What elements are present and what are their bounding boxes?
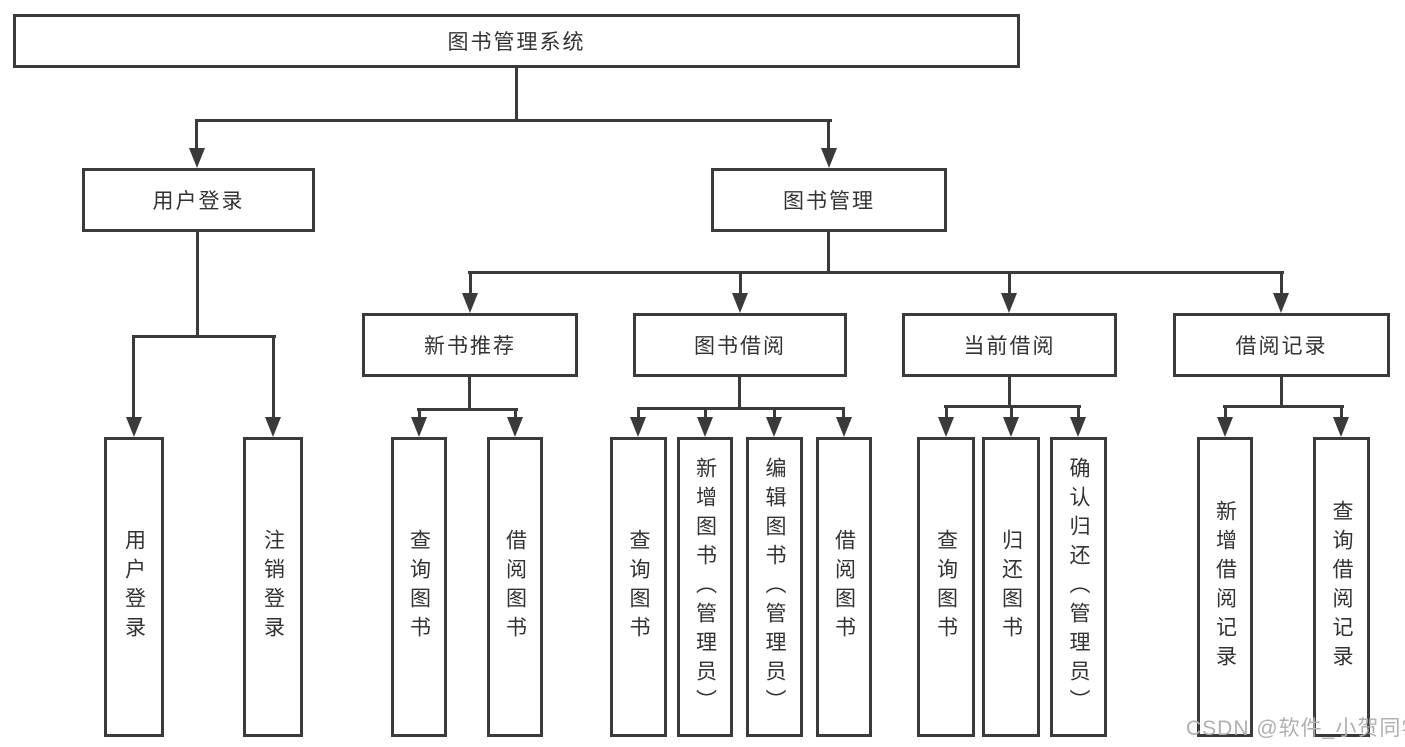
arrow-to-recommend-query bbox=[411, 417, 427, 437]
arrow-to-confirm-return bbox=[1070, 417, 1086, 437]
connector-borrowing-stem bbox=[738, 377, 741, 410]
leaf-current-query-books: 查询图书 bbox=[917, 437, 975, 737]
connector-bookmgmt-drop-2 bbox=[739, 271, 742, 295]
leaf-borrowing-query-books: 查询图书 bbox=[610, 437, 667, 737]
node-user-login: 用户登录 bbox=[82, 168, 315, 232]
arrow-to-current-query bbox=[938, 417, 954, 437]
leaf-edit-books-admin: 编辑图书（管理员） bbox=[746, 437, 803, 737]
leaf-confirm-return-admin: 确认归还（管理员） bbox=[1050, 437, 1107, 737]
leaf-current-query-books-label: 查询图书 bbox=[934, 529, 958, 645]
connector-borrowing-drop-2 bbox=[704, 407, 707, 419]
connector-root-rail bbox=[195, 119, 832, 122]
node-current-borrowing: 当前借阅 bbox=[902, 313, 1117, 377]
leaf-recommend-query-books: 查询图书 bbox=[391, 437, 447, 737]
connector-userlogin-drop-2 bbox=[272, 335, 275, 419]
connector-records-stem bbox=[1280, 377, 1283, 408]
connector-bookmgmt-rail bbox=[468, 271, 1284, 274]
node-new-book-recommend-label: 新书推荐 bbox=[424, 335, 516, 358]
arrow-to-leaf-logout bbox=[265, 417, 281, 437]
arrow-to-leaf-user-login bbox=[126, 417, 142, 437]
node-borrow-records: 借阅记录 bbox=[1173, 313, 1390, 377]
connector-bookmgmt-drop-3 bbox=[1008, 271, 1011, 295]
arrow-to-query-record bbox=[1333, 417, 1349, 437]
connector-bookmgmt-drop-1 bbox=[469, 271, 472, 295]
connector-current-stem bbox=[1008, 377, 1011, 408]
node-current-borrowing-label: 当前借阅 bbox=[963, 335, 1056, 358]
connector-current-drop-3 bbox=[1077, 405, 1080, 419]
connector-recommend-rail bbox=[417, 408, 518, 411]
node-book-management: 图书管理 bbox=[711, 168, 947, 232]
arrow-to-user-login bbox=[189, 148, 205, 168]
arrow-to-new-book-recommend bbox=[462, 293, 478, 313]
leaf-confirm-return-admin-label: 确认归还（管理员） bbox=[1067, 456, 1091, 718]
arrow-to-borrowing-query bbox=[630, 417, 646, 437]
leaf-recommend-query-books-label: 查询图书 bbox=[407, 529, 431, 645]
leaf-query-borrow-record: 查询借阅记录 bbox=[1313, 437, 1370, 737]
leaf-add-books-admin-label: 新增图书（管理员） bbox=[693, 456, 717, 718]
leaf-return-books-label: 归还图书 bbox=[999, 529, 1023, 645]
leaf-edit-books-admin-label: 编辑图书（管理员） bbox=[763, 456, 787, 718]
arrow-to-book-management bbox=[821, 148, 837, 168]
leaf-recommend-borrow-books: 借阅图书 bbox=[487, 437, 543, 737]
connector-userlogin-stem bbox=[196, 232, 199, 338]
connector-bookmgmt-drop-4 bbox=[1280, 271, 1283, 295]
leaf-user-login-label: 用户登录 bbox=[122, 529, 146, 645]
connector-borrowing-rail bbox=[637, 407, 845, 410]
arrow-to-current-borrowing bbox=[1001, 293, 1017, 313]
leaf-add-books-admin: 新增图书（管理员） bbox=[677, 437, 733, 737]
connector-userlogin-drop-1 bbox=[132, 335, 135, 419]
node-borrow-records-label: 借阅记录 bbox=[1235, 335, 1328, 358]
connector-recommend-stem bbox=[468, 377, 471, 411]
node-user-login-label: 用户登录 bbox=[152, 190, 245, 213]
connector-root-drop-2 bbox=[827, 119, 830, 151]
arrow-to-add-record bbox=[1217, 417, 1233, 437]
connector-borrowing-drop-1 bbox=[637, 407, 640, 419]
leaf-user-login: 用户登录 bbox=[104, 437, 164, 737]
leaf-borrowing-borrow-books-label: 借阅图书 bbox=[832, 529, 856, 645]
arrow-to-book-borrowing bbox=[732, 293, 748, 313]
connector-recommend-drop-1 bbox=[418, 408, 421, 419]
arrow-to-borrow-records bbox=[1273, 293, 1289, 313]
connector-recommend-drop-2 bbox=[514, 408, 517, 419]
node-root: 图书管理系统 bbox=[13, 14, 1020, 68]
node-book-borrowing-label: 图书借阅 bbox=[694, 335, 786, 358]
connector-borrowing-drop-4 bbox=[842, 407, 845, 419]
node-root-label: 图书管理系统 bbox=[447, 31, 586, 54]
arrow-to-edit-books bbox=[766, 417, 782, 437]
connector-root-stem bbox=[515, 68, 518, 121]
arrow-to-add-books bbox=[697, 417, 713, 437]
connector-bookmgmt-stem bbox=[827, 232, 830, 274]
node-new-book-recommend: 新书推荐 bbox=[362, 313, 578, 377]
connector-root-drop-1 bbox=[195, 119, 198, 151]
connector-current-drop-2 bbox=[1010, 405, 1013, 419]
node-book-borrowing: 图书借阅 bbox=[633, 313, 847, 377]
leaf-return-books: 归还图书 bbox=[982, 437, 1040, 737]
connector-records-drop-1 bbox=[1224, 405, 1227, 419]
arrow-to-return-books bbox=[1003, 417, 1019, 437]
arrow-to-borrowing-borrow bbox=[836, 417, 852, 437]
csdn-watermark: CSDN @软件_小贺同学 bbox=[1186, 717, 1405, 740]
leaf-logout-label: 注销登录 bbox=[261, 529, 285, 645]
leaf-borrowing-borrow-books: 借阅图书 bbox=[816, 437, 872, 737]
connector-records-drop-2 bbox=[1340, 405, 1343, 419]
leaf-add-borrow-record-label: 新增借阅记录 bbox=[1213, 500, 1237, 674]
connector-records-rail bbox=[1223, 405, 1344, 408]
connector-borrowing-drop-3 bbox=[773, 407, 776, 419]
node-book-management-label: 图书管理 bbox=[783, 190, 875, 213]
leaf-logout: 注销登录 bbox=[243, 437, 303, 737]
leaf-recommend-borrow-books-label: 借阅图书 bbox=[503, 529, 527, 645]
leaf-query-borrow-record-label: 查询借阅记录 bbox=[1330, 500, 1354, 674]
leaf-add-borrow-record: 新增借阅记录 bbox=[1197, 437, 1253, 737]
connector-current-drop-1 bbox=[945, 405, 948, 419]
leaf-borrowing-query-books-label: 查询图书 bbox=[627, 529, 651, 645]
arrow-to-recommend-borrow bbox=[507, 417, 523, 437]
connector-userlogin-rail bbox=[132, 335, 276, 338]
